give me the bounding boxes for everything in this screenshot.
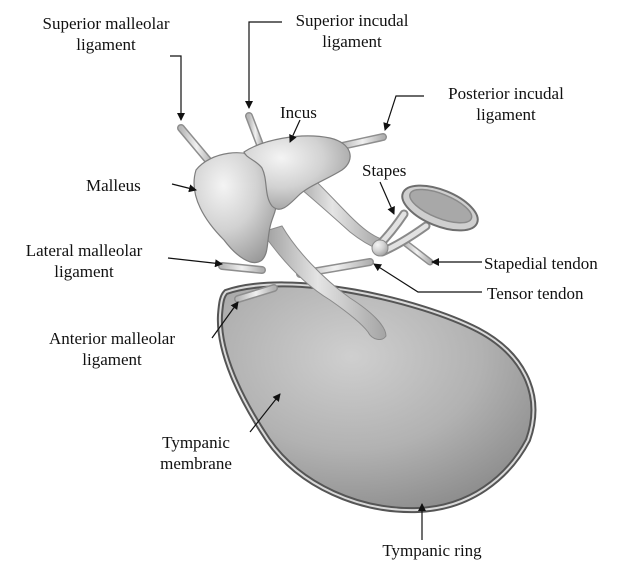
posterior-incudal-ligament-shape xyxy=(342,137,383,146)
label-superior-malleolar-ligament: Superior malleolar ligament xyxy=(6,13,206,55)
label-malleus: Malleus xyxy=(86,175,141,196)
label-tensor-tendon: Tensor tendon xyxy=(487,283,584,304)
label-stapes: Stapes xyxy=(362,160,406,181)
lateral-malleolar-ligament-shape xyxy=(222,266,262,270)
label-posterior-incudal-ligament: Posterior incudal ligament xyxy=(426,83,586,125)
label-lateral-malleolar-ligament: Lateral malleolar ligament xyxy=(4,240,164,282)
label-stapedial-tendon: Stapedial tendon xyxy=(484,253,598,274)
label-anterior-malleolar-ligament: Anterior malleolar ligament xyxy=(22,328,202,370)
label-tympanic-membrane: Tympanic membrane xyxy=(146,432,246,474)
label-tympanic-ring: Tympanic ring xyxy=(362,540,502,561)
label-superior-incudal-ligament: Superior incudal ligament xyxy=(282,10,422,52)
stapedial-tendon-shape xyxy=(404,242,430,262)
stapes-shape xyxy=(372,176,484,256)
label-incus: Incus xyxy=(280,102,317,123)
